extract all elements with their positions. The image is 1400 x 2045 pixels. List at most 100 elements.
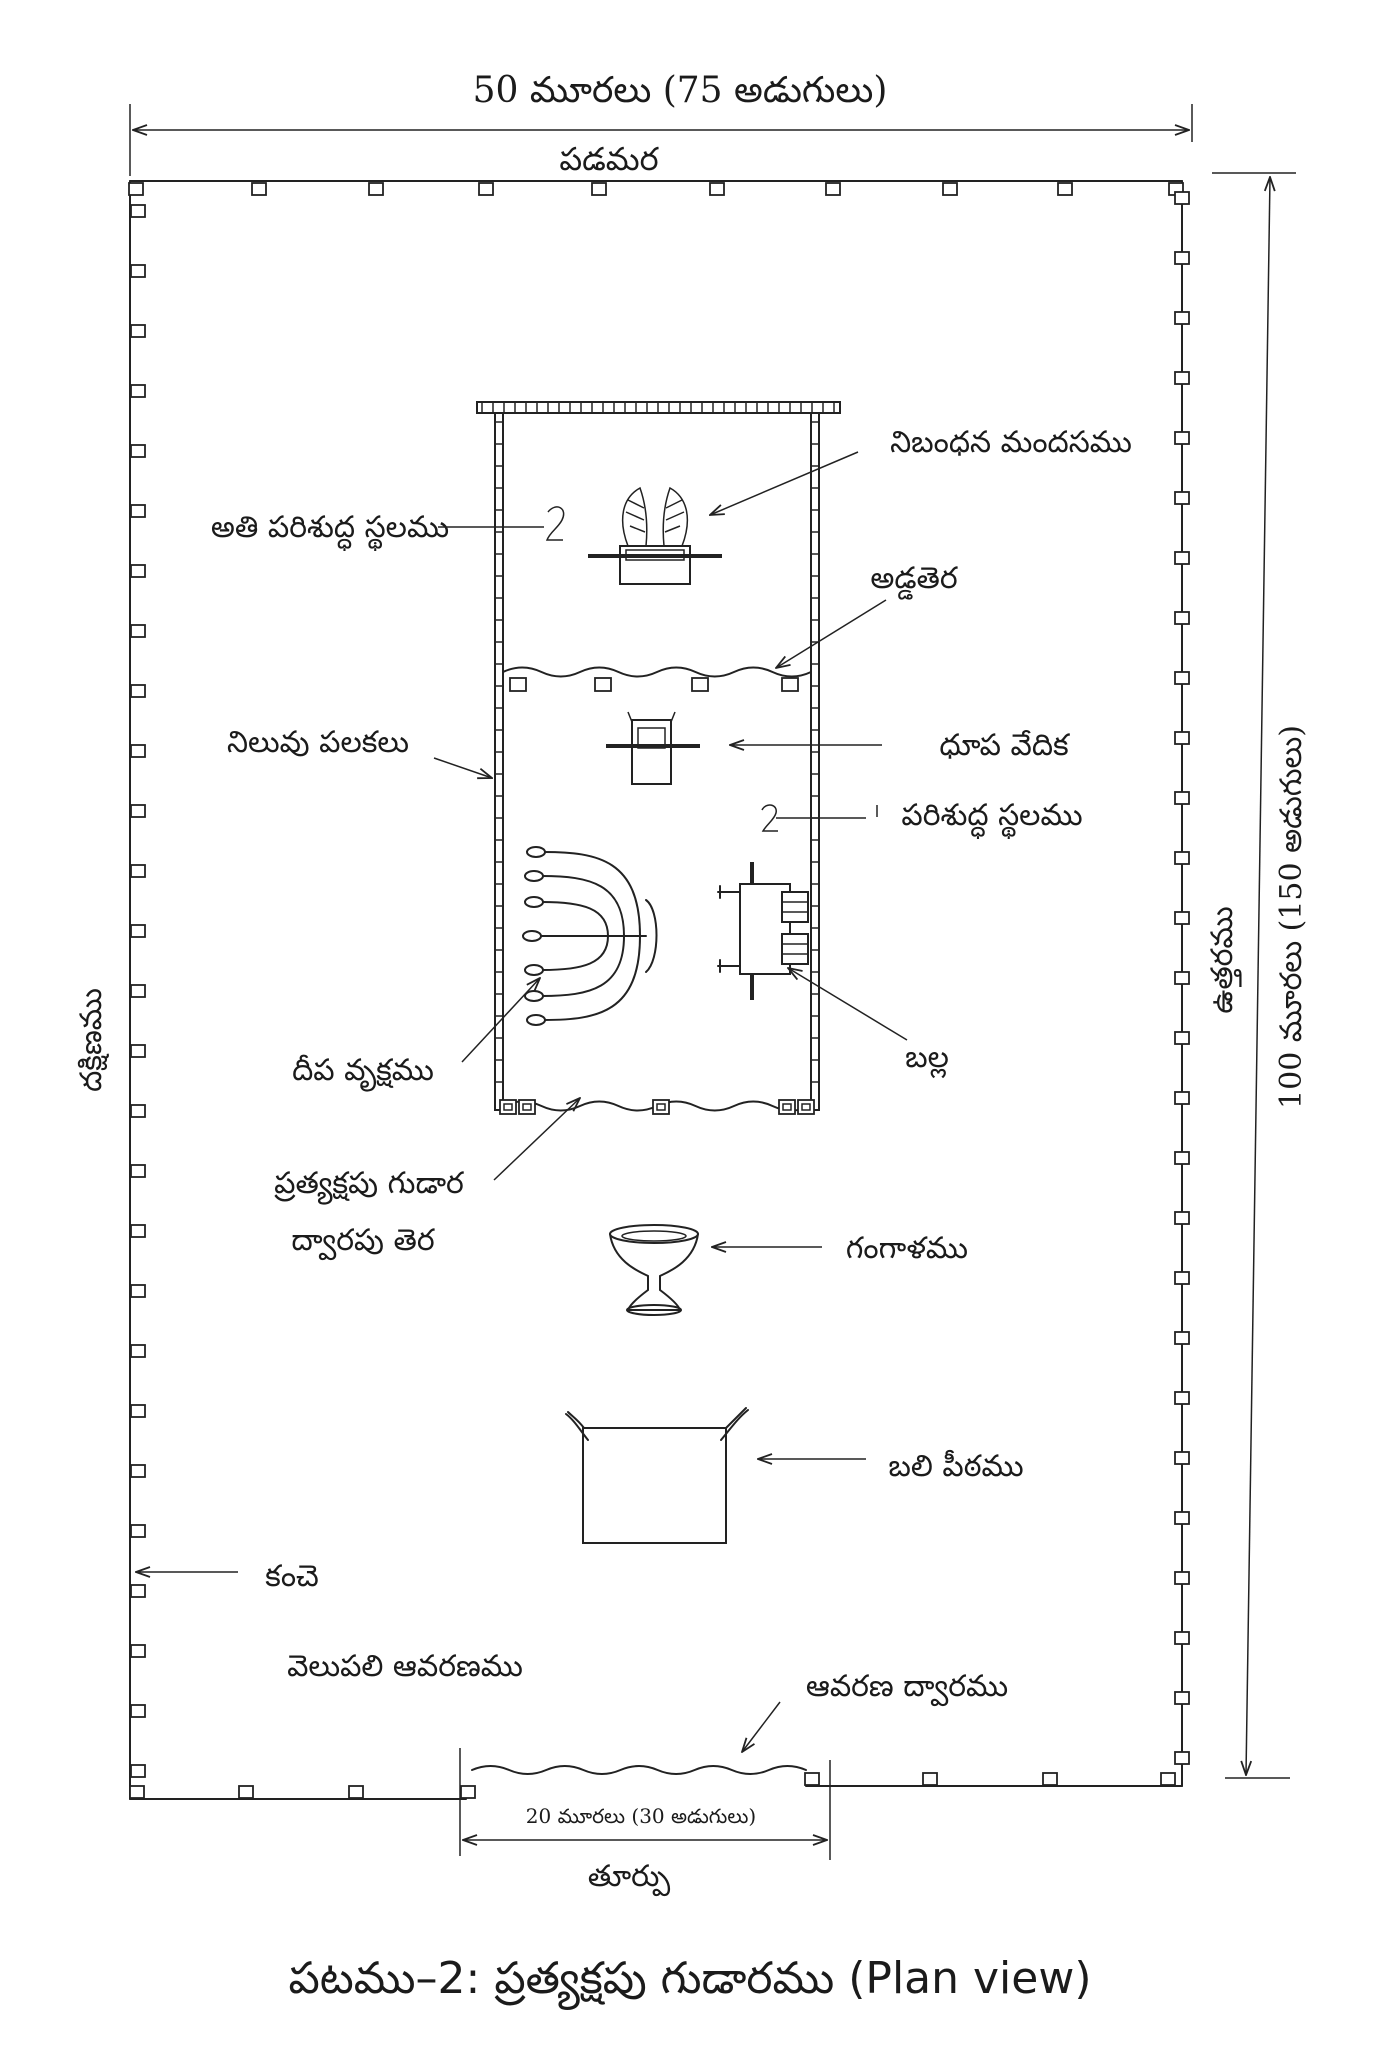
fence-pillar [1174,1571,1190,1585]
door-pillar [797,1099,815,1115]
bronze-altar-drawing [565,1407,749,1544]
fence-pillar [1174,1271,1190,1285]
court-gate-label: ఆవరణ ద్వారము [806,1669,1008,1707]
veil-pillar [781,677,799,692]
fence-pillar [130,1524,146,1538]
lamp [526,846,546,858]
fence-pillar [130,1104,146,1118]
fence-pillar [1174,851,1190,865]
fence-pillar [1057,182,1073,196]
fence-pillar [1174,371,1190,385]
fence-pillar [1174,1451,1190,1465]
fence-pillar [1174,1691,1190,1705]
fence-pillar [1174,1631,1190,1645]
fence-pillar [130,1584,146,1598]
door-curtain-label-line1: ప్రత్యక్షపు గుడార [274,1166,465,1205]
veil-pillar [594,677,612,692]
fence-pillar [460,1785,476,1799]
boards-pointer-arrow [433,757,492,778]
fence-pillar [130,1404,146,1418]
fence-pillar [130,504,146,518]
generated-structure [128,182,1190,1799]
fence-pillar [130,1164,146,1178]
altar-label: బలి పీఠము [888,1449,1023,1484]
fence-pillar [1174,1391,1190,1405]
lamp [526,1014,546,1026]
fence-label: కంచె [265,1559,319,1594]
holy-of-holies-label: అతి పరిశుద్ధ స్థలము [211,510,449,552]
fence-pillar [130,1044,146,1058]
fence-pillar [942,182,958,196]
door-pillar-socket [656,1103,666,1111]
incense-altar-drawing [606,711,700,785]
ark-label: నిబంధన మందసము [890,425,1132,460]
cherub-left-wing [621,486,648,547]
fence-pillar [348,1785,364,1799]
veil-label: అడ్డతెర [870,561,958,600]
bronze-laver-drawing [609,1224,699,1316]
fence-pillar [130,744,146,758]
lamp [524,964,544,976]
fence-pillar [130,1764,146,1778]
fence-pillar [130,444,146,458]
holy-place-marker-2 [761,804,778,832]
outer-court-label: వెలుపలి ఆవరణము [287,1649,523,1684]
fence-pillar [130,864,146,878]
holy-place-label: పరిశుద్ధ స్థలము [901,798,1082,840]
holy-of-holies-marker-2 [545,506,565,541]
lampstand-pointer-arrow [461,978,540,1063]
fence-pillar [130,804,146,818]
tabernacle-left-wall-boards [494,412,504,1111]
ark-box [619,545,691,585]
lamp [524,870,544,882]
veil-pillar [509,677,527,692]
fence-pillar [130,384,146,398]
fence-pillar [130,264,146,278]
fence-pillar [130,624,146,638]
laver-label: గంగాళము [846,1231,968,1266]
fence-pillar [1174,251,1190,265]
court-gate-pointer-arrow [742,1701,781,1752]
fence-pillar [368,182,384,196]
fence-pillar [1174,1211,1190,1225]
ark-of-covenant-drawing [588,486,722,585]
fence-pillar [130,1704,146,1718]
bread-stack-lower [781,933,809,965]
lampstand-lamps [522,846,546,1026]
top-dimension-label: 50 మూరలు (75 అడుగులు) [473,70,888,111]
west-direction-label: పడమర [559,140,659,178]
fence-pillar [1174,551,1190,565]
fence-pillar [130,1284,146,1298]
laver-inner-rim [621,1230,687,1242]
door-curtain-pointer-arrow [493,1098,580,1181]
fence-pillar [130,564,146,578]
lamp [522,930,542,942]
fence-pillar [1174,671,1190,685]
ark-pointer-arrow [710,451,859,515]
door-pillar [778,1099,796,1115]
door-pillar [652,1099,670,1115]
fence-pillar [1174,791,1190,805]
cherub-right-wing [662,486,689,547]
laver-base [626,1304,682,1316]
laver-bowl [609,1233,699,1311]
fence-pillar [804,1772,820,1786]
table-legs [717,885,741,973]
showbread-table-drawing [717,862,809,1000]
table-label: బల్ల [905,1040,949,1079]
fence-pillar [1174,311,1190,325]
outer-fence [129,180,1183,1800]
fence-pillar [1174,431,1190,445]
fence-pillar [1042,1772,1058,1786]
veil-curtain [502,666,812,678]
fence-pillar [128,182,144,196]
north-direction-label: ఉత్తరము [1205,906,1242,1013]
fence-pillar [130,1644,146,1658]
figure-caption: పటము–2: ప్రత్యక్షపు గుడారము (Plan view) [288,1953,1091,2010]
door-pillar-socket [801,1103,811,1111]
right-dimension-label: 100 మూరలు (150 అడుగులు) [1274,725,1309,1109]
incense-altar-label: ధూప వేదిక [939,728,1070,763]
gate-dimension-label: 20 మూరలు (30 అడుగులు) [526,1804,756,1828]
bread-stack-lines [782,901,808,955]
court-gate-curtain [471,1765,807,1775]
